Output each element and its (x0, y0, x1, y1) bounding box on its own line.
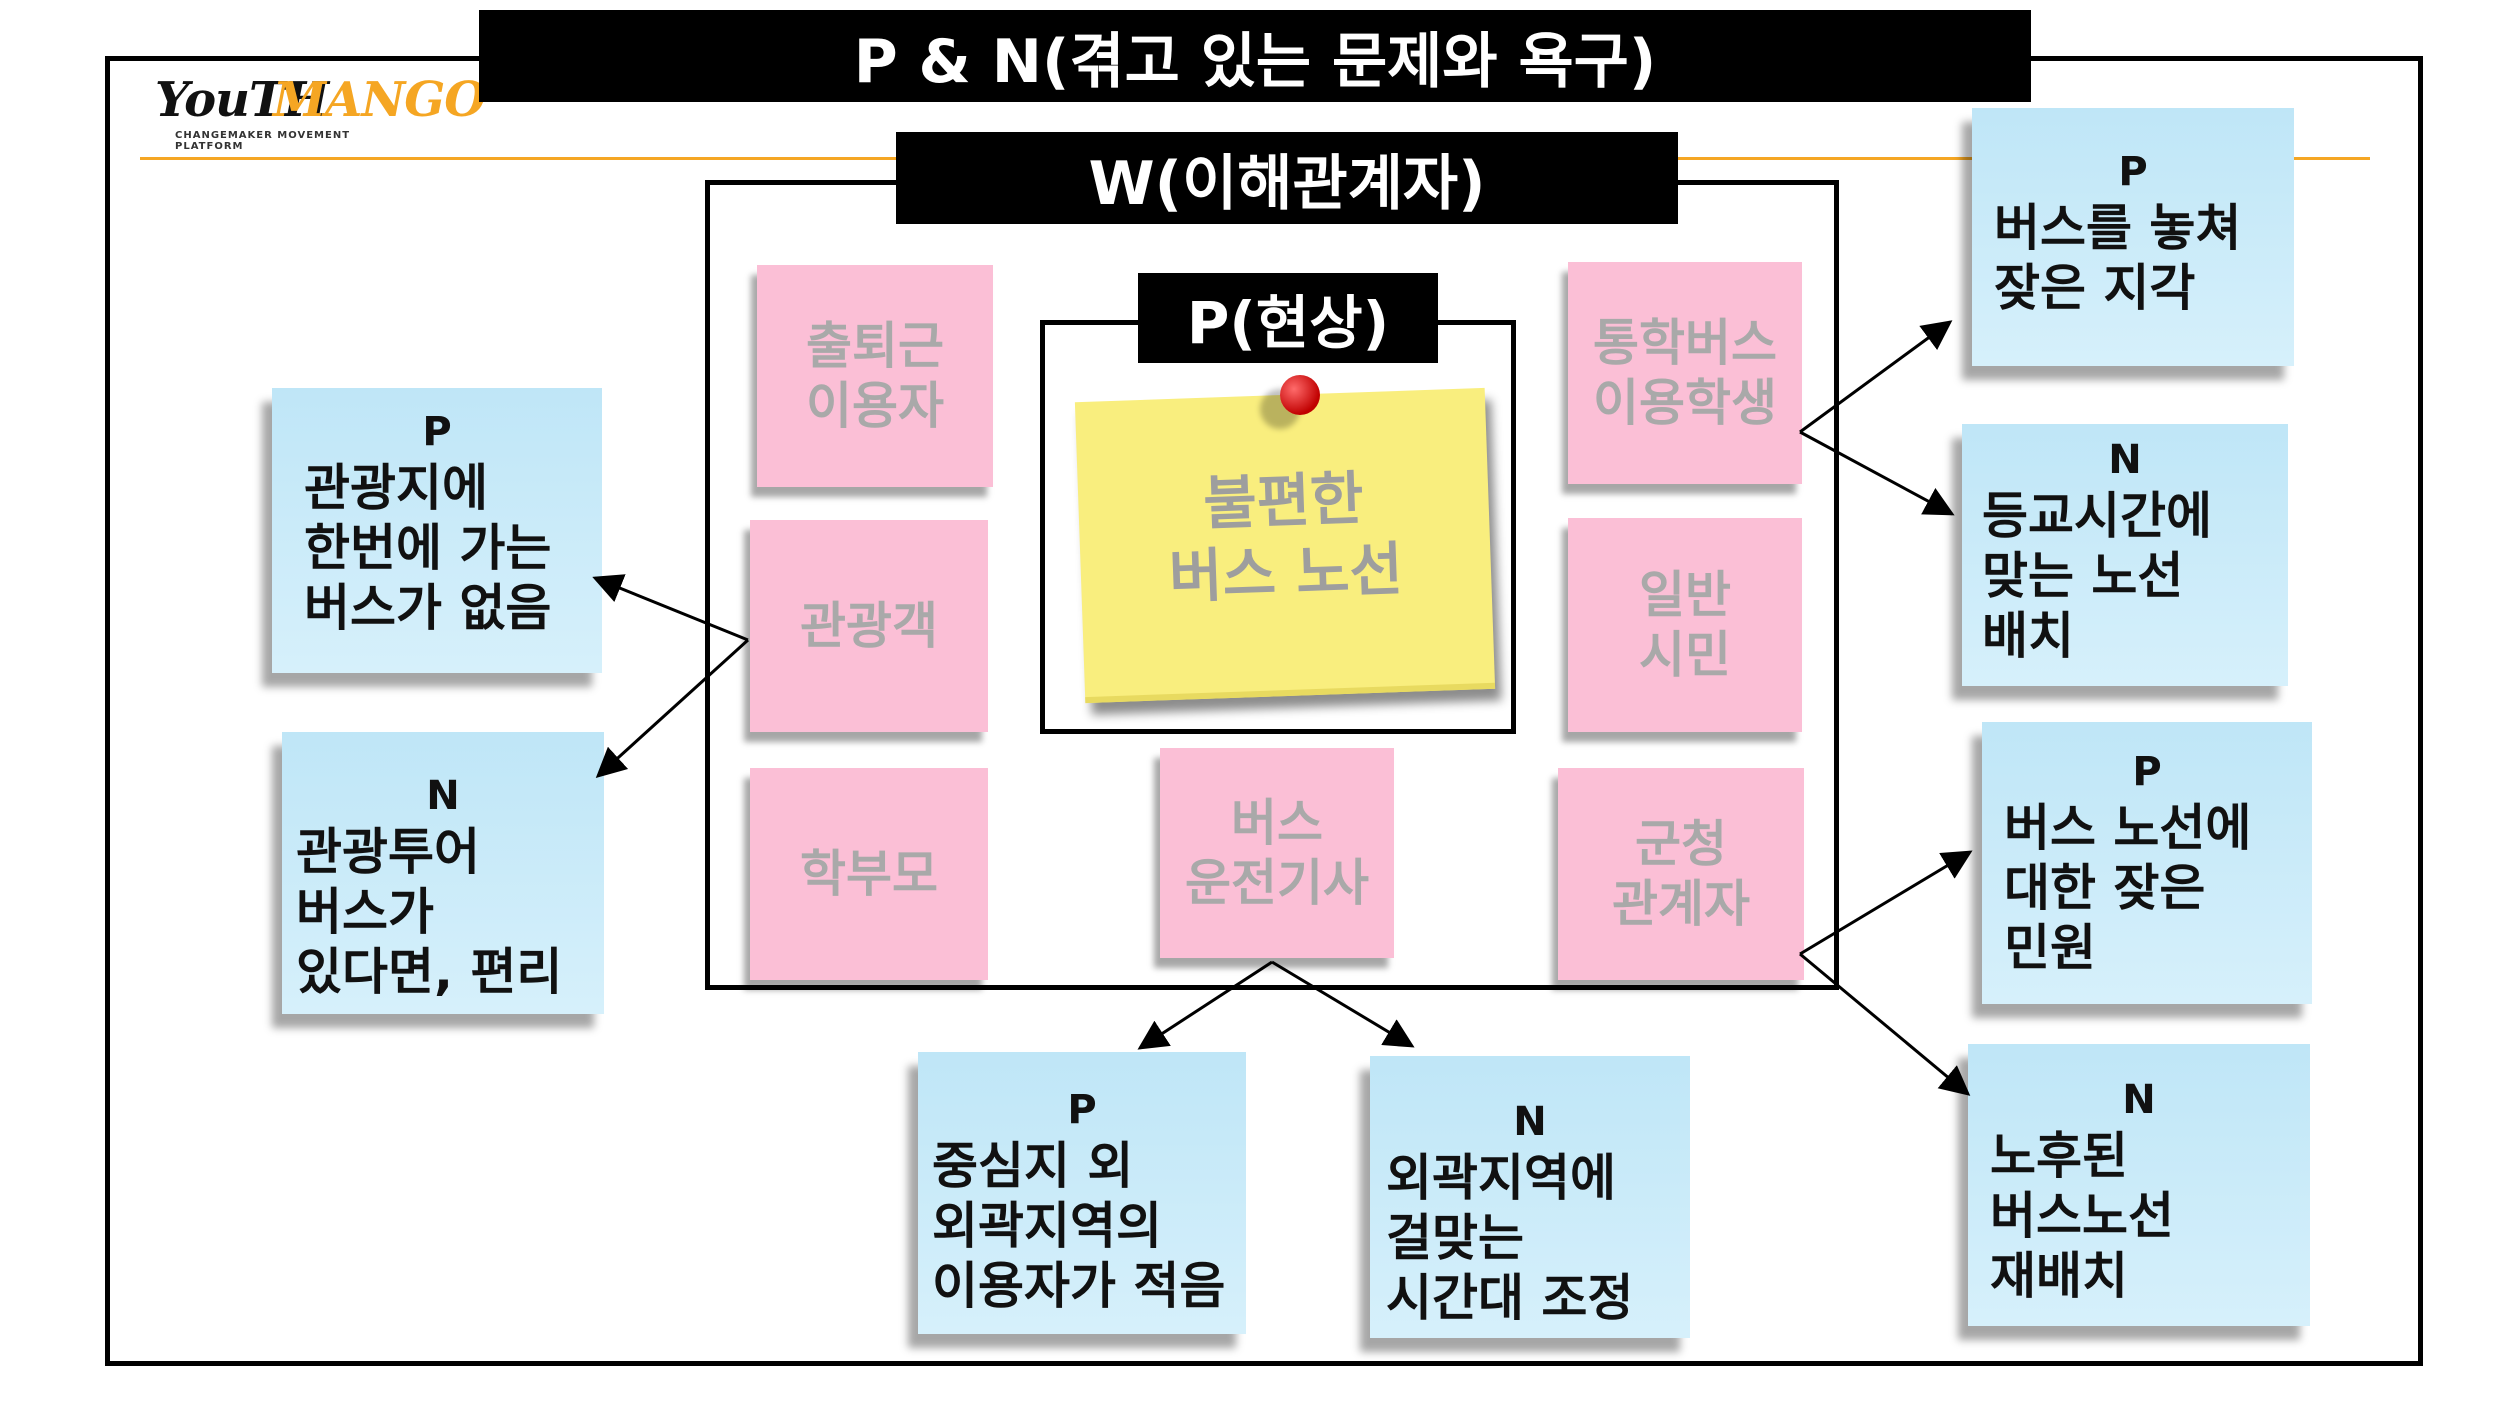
logo-word-youth: YouTH (155, 72, 329, 128)
arrow-tourist-need (595, 638, 750, 779)
stakeholder-county-officials: 군청 관계자 (1558, 768, 1804, 980)
stakeholder-commuters: 출퇴근 이용자 (757, 265, 993, 487)
stakeholder-parents: 학부모 (750, 768, 988, 980)
stakeholder-tourists-label: 관광객 (800, 597, 938, 655)
note-body: 관광투어 버스가 있다면, 편리 (296, 823, 563, 1001)
stakeholder-bus-drivers: 버스 운전기사 (1160, 748, 1394, 958)
note-body: 버스 노선에 대한 잦은 민원 (2004, 799, 2252, 977)
slide-title: P & N(겪고 있는 문제와 욕구) (479, 10, 2031, 102)
arrow-tourist-problem (592, 574, 749, 642)
note-type-label: P (422, 409, 452, 455)
note-student-problem: P 버스를 놓쳐 잦은 지각 (1972, 108, 2294, 366)
stakeholder-citizens-label: 일반 시민 (1639, 566, 1731, 684)
note-body: 버스를 놓쳐 잦은 지각 (1994, 199, 2242, 317)
stakeholder-citizens: 일반 시민 (1568, 518, 1802, 732)
stakeholder-commuters-label: 출퇴근 이용자 (806, 317, 944, 435)
note-type-label: P (1067, 1087, 1097, 1133)
note-body: 등교시간에 맞는 노선 배치 (1982, 487, 2212, 665)
arrow-official-problem (1799, 850, 1973, 956)
stakeholder-tourists: 관광객 (750, 520, 988, 732)
note-driver-need: N 외곽지역에 걸맞는 시간대 조정 (1370, 1056, 1690, 1338)
note-type-label: N (1513, 1099, 1547, 1145)
note-type-label: N (426, 773, 460, 819)
logo-tagline: CHANGEMAKER MOVEMENT PLATFORM (175, 130, 351, 152)
note-tourist-need: N 관광투어 버스가 있다면, 편리 (282, 732, 604, 1014)
note-student-need: N 등교시간에 맞는 노선 배치 (1962, 424, 2288, 686)
arrow-driver-problem (1137, 960, 1273, 1050)
arrow-student-need (1799, 430, 1955, 516)
note-body: 중심지 외 외곽지역의 이용자가 적음 (932, 1137, 1226, 1315)
arrow-student-problem (1799, 320, 1953, 434)
pushpin-icon (1280, 375, 1320, 415)
note-type-label: N (2122, 1077, 2156, 1123)
note-body: 외곽지역에 걸맞는 시간대 조정 (1386, 1149, 1634, 1327)
arrow-official-need (1799, 952, 1971, 1096)
note-type-label: N (2108, 437, 2142, 483)
stakeholder-county-officials-label: 군청 관계자 (1612, 815, 1750, 933)
youth-mango-logo: YouTH MANGO CHANGEMAKER MOVEMENT PLATFOR… (155, 72, 486, 152)
stakeholder-parents-label: 학부모 (800, 845, 938, 903)
note-driver-problem: P 중심지 외 외곽지역의 이용자가 적음 (918, 1052, 1246, 1334)
arrow-driver-need (1271, 960, 1415, 1048)
note-type-label: P (2118, 149, 2148, 195)
note-body: 관광지에 한번에 가는 버스가 없음 (304, 459, 552, 637)
note-type-label: P (2132, 749, 2162, 795)
note-official-need: N 노후된 버스노선 재배치 (1968, 1044, 2310, 1326)
phenomenon-label: P(현상) (1138, 273, 1438, 363)
stakeholder-school-students: 통학버스 이용학생 (1568, 262, 1802, 484)
stakeholder-bus-drivers-label: 버스 운전기사 (1185, 794, 1369, 912)
note-tourist-problem: P 관광지에 한번에 가는 버스가 없음 (272, 388, 602, 673)
note-official-problem: P 버스 노선에 대한 잦은 민원 (1982, 722, 2312, 1004)
stakeholder-school-students-label: 통학버스 이용학생 (1593, 314, 1777, 432)
logo-word-mango: MANGO (273, 72, 486, 128)
note-body: 노후된 버스노선 재배치 (1990, 1127, 2174, 1305)
stakeholders-label: W(이해관계자) (896, 132, 1678, 224)
